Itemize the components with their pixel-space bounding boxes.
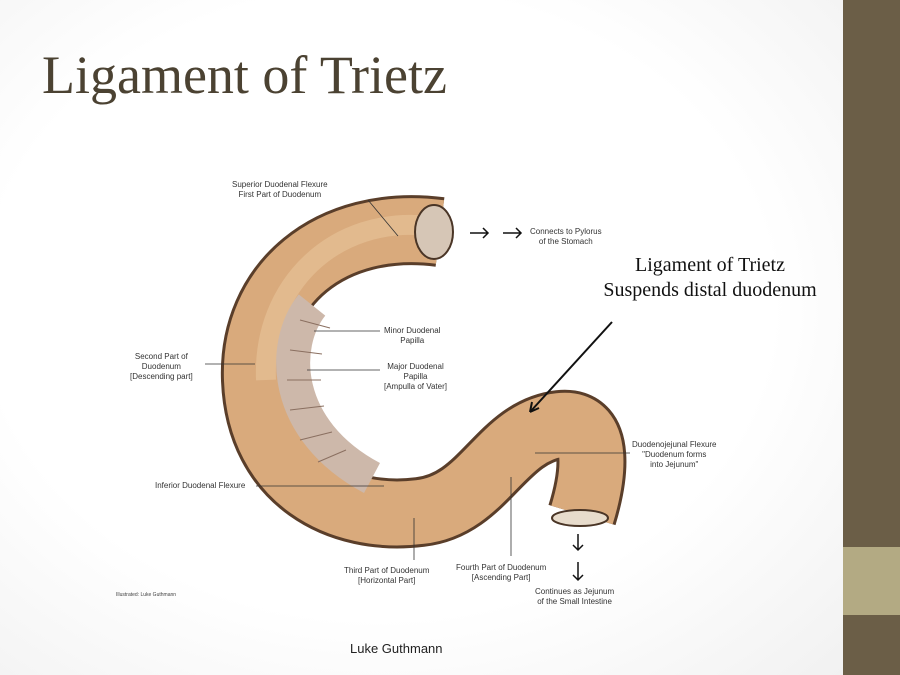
duodenum-highlight — [255, 214, 432, 381]
label-third-part: Third Part of Duodenum[Horizontal Part] — [344, 566, 430, 585]
ligament-pointer-arrow — [529, 321, 613, 413]
duodenum-illustration — [205, 195, 630, 582]
fold-lines — [287, 319, 347, 463]
jejunum-opening — [551, 509, 609, 527]
illustration-credit: Illustrated: Luke Guthmann — [116, 592, 177, 598]
arrow-down-icon — [572, 562, 584, 582]
arrow-right-icon — [470, 227, 490, 239]
arrow-right-icon — [503, 227, 523, 239]
sidebar-accent-block — [843, 547, 900, 615]
arrows — [470, 227, 613, 582]
slide-background — [0, 0, 843, 675]
pylorus-opening — [414, 204, 454, 260]
slide-title: Ligament of Trietz — [42, 45, 447, 105]
mucosa-folds — [276, 294, 381, 493]
label-fourth-part: Fourth Part of Duodenum[Ascending Part] — [456, 563, 547, 582]
arrow-down-icon — [572, 534, 584, 552]
leader-lines — [205, 199, 630, 560]
author-name: Luke Guthmann — [350, 641, 443, 656]
label-inferior-flexure: Inferior Duodenal Flexure — [155, 481, 246, 490]
